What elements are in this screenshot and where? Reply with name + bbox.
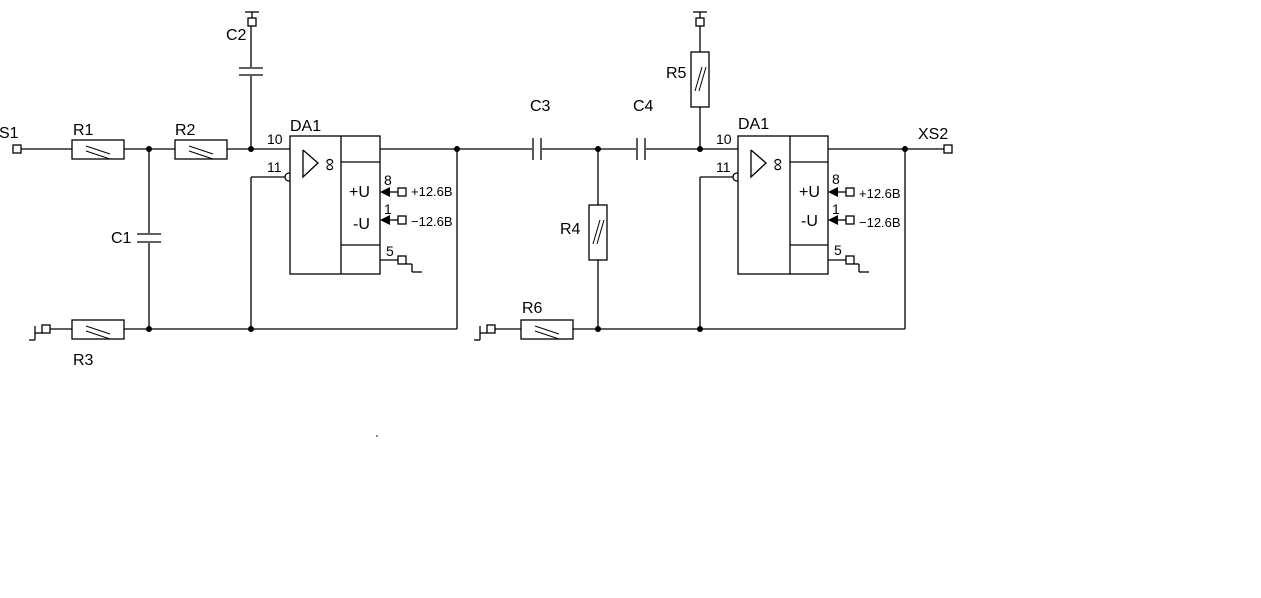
supply-neg-arrow [380, 215, 407, 225]
input-terminal-s1 [12, 144, 22, 154]
label-s1: S1 [0, 125, 19, 142]
label-r4: R4 [560, 221, 581, 238]
capacitor-c1 [137, 233, 161, 243]
supply-pos-label: +12.6B [411, 184, 453, 199]
resistor-r1 [71, 139, 125, 160]
label-c3: C3 [530, 98, 551, 115]
ground-terminal [380, 255, 422, 273]
ground-terminal [693, 11, 707, 27]
resistor-r3 [71, 319, 125, 340]
label-c4: C4 [633, 98, 654, 115]
label-r2: R2 [175, 122, 196, 139]
capacitor-c4 [636, 138, 646, 160]
capacitor-c3 [532, 138, 542, 160]
pin-8-label: 8 [832, 171, 840, 187]
pin-1-label: 1 [384, 201, 392, 217]
label-da1-stage2: DA1 [738, 116, 769, 133]
label-c1: C1 [111, 230, 132, 247]
pin-10-label: 10 [267, 131, 283, 147]
output-terminal-xs2 [943, 144, 953, 154]
supply-pos-arrow [380, 187, 407, 197]
supply-neg-label: −12.6B [411, 214, 453, 229]
label-xs2: XS2 [918, 126, 948, 143]
label-da1-stage1: DA1 [290, 118, 321, 135]
opamp-da1-stage2 [737, 135, 829, 275]
stray-dot [376, 435, 378, 437]
supply-neg-arrow [828, 215, 855, 225]
gain-symbol: ∞ [319, 158, 339, 171]
pin-11-label: 11 [267, 159, 282, 175]
plus-u-label: +U [349, 184, 370, 201]
label-r6: R6 [522, 300, 543, 317]
resistor-r4 [588, 204, 608, 261]
ground-terminal [474, 324, 496, 341]
capacitor-c2 [239, 67, 263, 76]
label-r1: R1 [73, 122, 94, 139]
label-r5: R5 [666, 65, 687, 82]
minus-u-label: -U [353, 216, 370, 233]
pin-11-label: 11 [716, 159, 731, 175]
plus-u-label: +U [799, 184, 820, 201]
label-c2: C2 [226, 27, 247, 44]
resistor-r5 [690, 51, 710, 108]
opamp-da1-stage1 [289, 135, 381, 275]
label-r3: R3 [73, 352, 94, 369]
resistor-r6 [520, 319, 574, 340]
resistor-r2 [174, 139, 228, 160]
pin-5-label: 5 [834, 242, 842, 258]
supply-pos-arrow [828, 187, 855, 197]
minus-u-label: -U [801, 213, 818, 230]
ground-terminal [828, 255, 869, 273]
pin-1-label: 1 [832, 201, 840, 217]
ground-terminal [245, 11, 259, 27]
pin-5-label: 5 [386, 243, 394, 259]
ground-terminal [29, 324, 51, 341]
gain-symbol: ∞ [767, 158, 787, 171]
supply-neg-label: −12.6B [859, 215, 901, 230]
supply-pos-label: +12.6B [859, 186, 901, 201]
pin-8-label: 8 [384, 172, 392, 188]
pin-10-label: 10 [716, 131, 732, 147]
